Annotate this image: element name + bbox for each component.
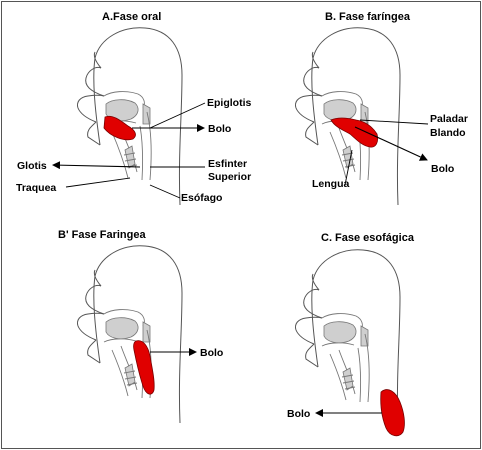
bolus-b xyxy=(330,117,378,148)
bolo-label-bprime: Bolo xyxy=(200,347,223,359)
glotis-arrow xyxy=(52,161,141,170)
epiglotis-leader xyxy=(149,102,206,129)
paladar-leader xyxy=(359,119,429,125)
bolo-label-c: Bolo xyxy=(287,408,310,420)
panel-fase-oral: A.Fase oral Epiglotis Bolo Glotis Esfint… xyxy=(16,11,251,206)
esfinter-label-1: Esfinter xyxy=(208,158,247,170)
panel-b-title: B. Fase faríngea xyxy=(325,11,411,23)
head-profile-bprime xyxy=(76,245,183,424)
esofago-leader xyxy=(149,184,181,199)
panel-fase-faringea-prime: B' Fase Faringea Bolo xyxy=(58,229,223,424)
bolus-c xyxy=(380,389,405,437)
traquea-label: Traquea xyxy=(16,182,56,194)
lengua-label: Lengua xyxy=(312,178,349,190)
panel-fase-faringea: B. Fase faríngea Paladar Blando Bolo Len… xyxy=(294,11,468,206)
esofago-label: Esófago xyxy=(181,192,222,204)
traquea-leader xyxy=(65,177,131,188)
bolus-a xyxy=(103,115,136,141)
bolo-arrow-b xyxy=(354,126,428,161)
panel-bprime-title: B' Fase Faringea xyxy=(58,229,146,241)
paladar-label-1: Paladar xyxy=(430,113,468,125)
bolo-label-b: Bolo xyxy=(431,163,454,175)
panel-a-title: A.Fase oral xyxy=(102,11,161,23)
lengua-leader xyxy=(344,149,353,186)
epiglotis-label: Epiglotis xyxy=(207,97,251,109)
bolo-label-a: Bolo xyxy=(208,123,231,135)
panel-fase-esofagica: C. Fase esofágica Bolo xyxy=(287,232,415,437)
esfinter-label-2: Superior xyxy=(208,171,251,183)
panel-c-title: C. Fase esofágica xyxy=(321,232,415,244)
bolus-bprime xyxy=(133,340,155,395)
paladar-label-2: Blando xyxy=(430,127,466,139)
glotis-label: Glotis xyxy=(17,160,47,172)
